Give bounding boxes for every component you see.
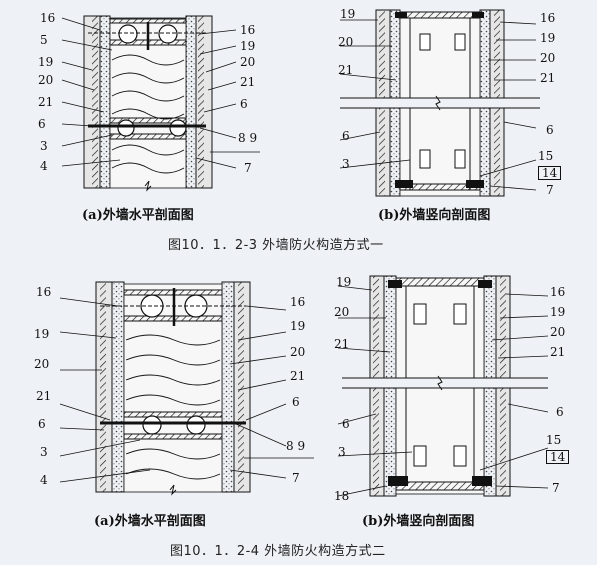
callout-label: 8 9 bbox=[238, 131, 258, 145]
fig2-left-wall-section bbox=[59, 281, 314, 496]
callout-label: 3 bbox=[338, 445, 346, 459]
callout-label: 20 bbox=[38, 73, 54, 87]
callout-label: 16 bbox=[36, 285, 52, 299]
callout-label: 20 bbox=[334, 305, 350, 319]
callout-label: 19 bbox=[550, 305, 566, 319]
callout-label: 19 bbox=[336, 275, 352, 289]
callout-label: 20 bbox=[34, 357, 50, 371]
callout-label: 14 bbox=[538, 166, 562, 180]
callout-label: 14 bbox=[546, 450, 570, 464]
callout-label: 15 bbox=[546, 433, 562, 447]
fig2-left-subtitle: (a)外墙水平剖面图 bbox=[94, 514, 206, 529]
callout-label: 6 bbox=[38, 417, 46, 431]
callout-label: 21 bbox=[334, 337, 350, 351]
callout-label: 8 9 bbox=[286, 439, 306, 453]
callout-label: 3 bbox=[342, 157, 350, 171]
callout-label: 16 bbox=[240, 23, 256, 37]
callout-label: 3 bbox=[40, 139, 48, 153]
callout-label: 21 bbox=[240, 75, 256, 89]
callout-label: 18 bbox=[334, 489, 350, 503]
callout-label: 20 bbox=[540, 51, 556, 65]
callout-label: 6 bbox=[546, 123, 554, 137]
callout-label: 20 bbox=[338, 35, 354, 49]
callout-label: 7 bbox=[244, 161, 252, 175]
callout-label: 6 bbox=[38, 117, 46, 131]
callout-label: 19 bbox=[38, 55, 54, 69]
fig1-right-subtitle: (b)外墙竖向剖面图 bbox=[378, 208, 491, 223]
callout-label: 7 bbox=[546, 183, 554, 197]
callout-label: 16 bbox=[40, 11, 56, 25]
callout-label: 20 bbox=[550, 325, 566, 339]
callout-label: 5 bbox=[40, 33, 48, 47]
callout-label: 6 bbox=[240, 97, 248, 111]
callout-label: 7 bbox=[552, 481, 560, 495]
fig2-right-subtitle: (b)外墙竖向剖面图 bbox=[362, 514, 475, 529]
fig2-caption: 图10．1．2-4 外墙防火构造方式二 bbox=[170, 544, 386, 559]
callout-label: 21 bbox=[540, 71, 556, 85]
callout-label: 19 bbox=[240, 39, 256, 53]
callout-label: 4 bbox=[40, 473, 48, 487]
callout-label: 16 bbox=[540, 11, 556, 25]
callout-label: 21 bbox=[36, 389, 52, 403]
callout-label: 21 bbox=[338, 63, 354, 77]
callout-label: 7 bbox=[292, 471, 300, 485]
fig1-right-wall-section bbox=[339, 9, 540, 197]
callout-label: 6 bbox=[292, 395, 300, 409]
callout-label: 19 bbox=[290, 319, 306, 333]
callout-label: 4 bbox=[40, 159, 48, 173]
fig2-right-wall-section bbox=[337, 275, 549, 497]
callout-label: 21 bbox=[38, 95, 54, 109]
callout-label: 3 bbox=[40, 445, 48, 459]
callout-label: 6 bbox=[342, 129, 350, 143]
callout-label: 21 bbox=[550, 345, 566, 359]
callout-label: 15 bbox=[538, 149, 554, 163]
callout-label: 19 bbox=[340, 7, 356, 21]
callout-label: 21 bbox=[290, 369, 306, 383]
fig1-left-wall-section bbox=[61, 15, 260, 192]
callout-label: 20 bbox=[240, 55, 256, 69]
callout-label: 16 bbox=[550, 285, 566, 299]
callout-label: 19 bbox=[34, 327, 50, 341]
callout-label: 20 bbox=[290, 345, 306, 359]
callout-label: 6 bbox=[342, 417, 350, 431]
fig1-left-subtitle: (a)外墙水平剖面图 bbox=[82, 208, 194, 223]
callout-label: 19 bbox=[540, 31, 556, 45]
callout-label: 6 bbox=[556, 405, 564, 419]
callout-label: 16 bbox=[290, 295, 306, 309]
fig1-caption: 图10．1．2-3 外墙防火构造方式一 bbox=[168, 238, 384, 253]
